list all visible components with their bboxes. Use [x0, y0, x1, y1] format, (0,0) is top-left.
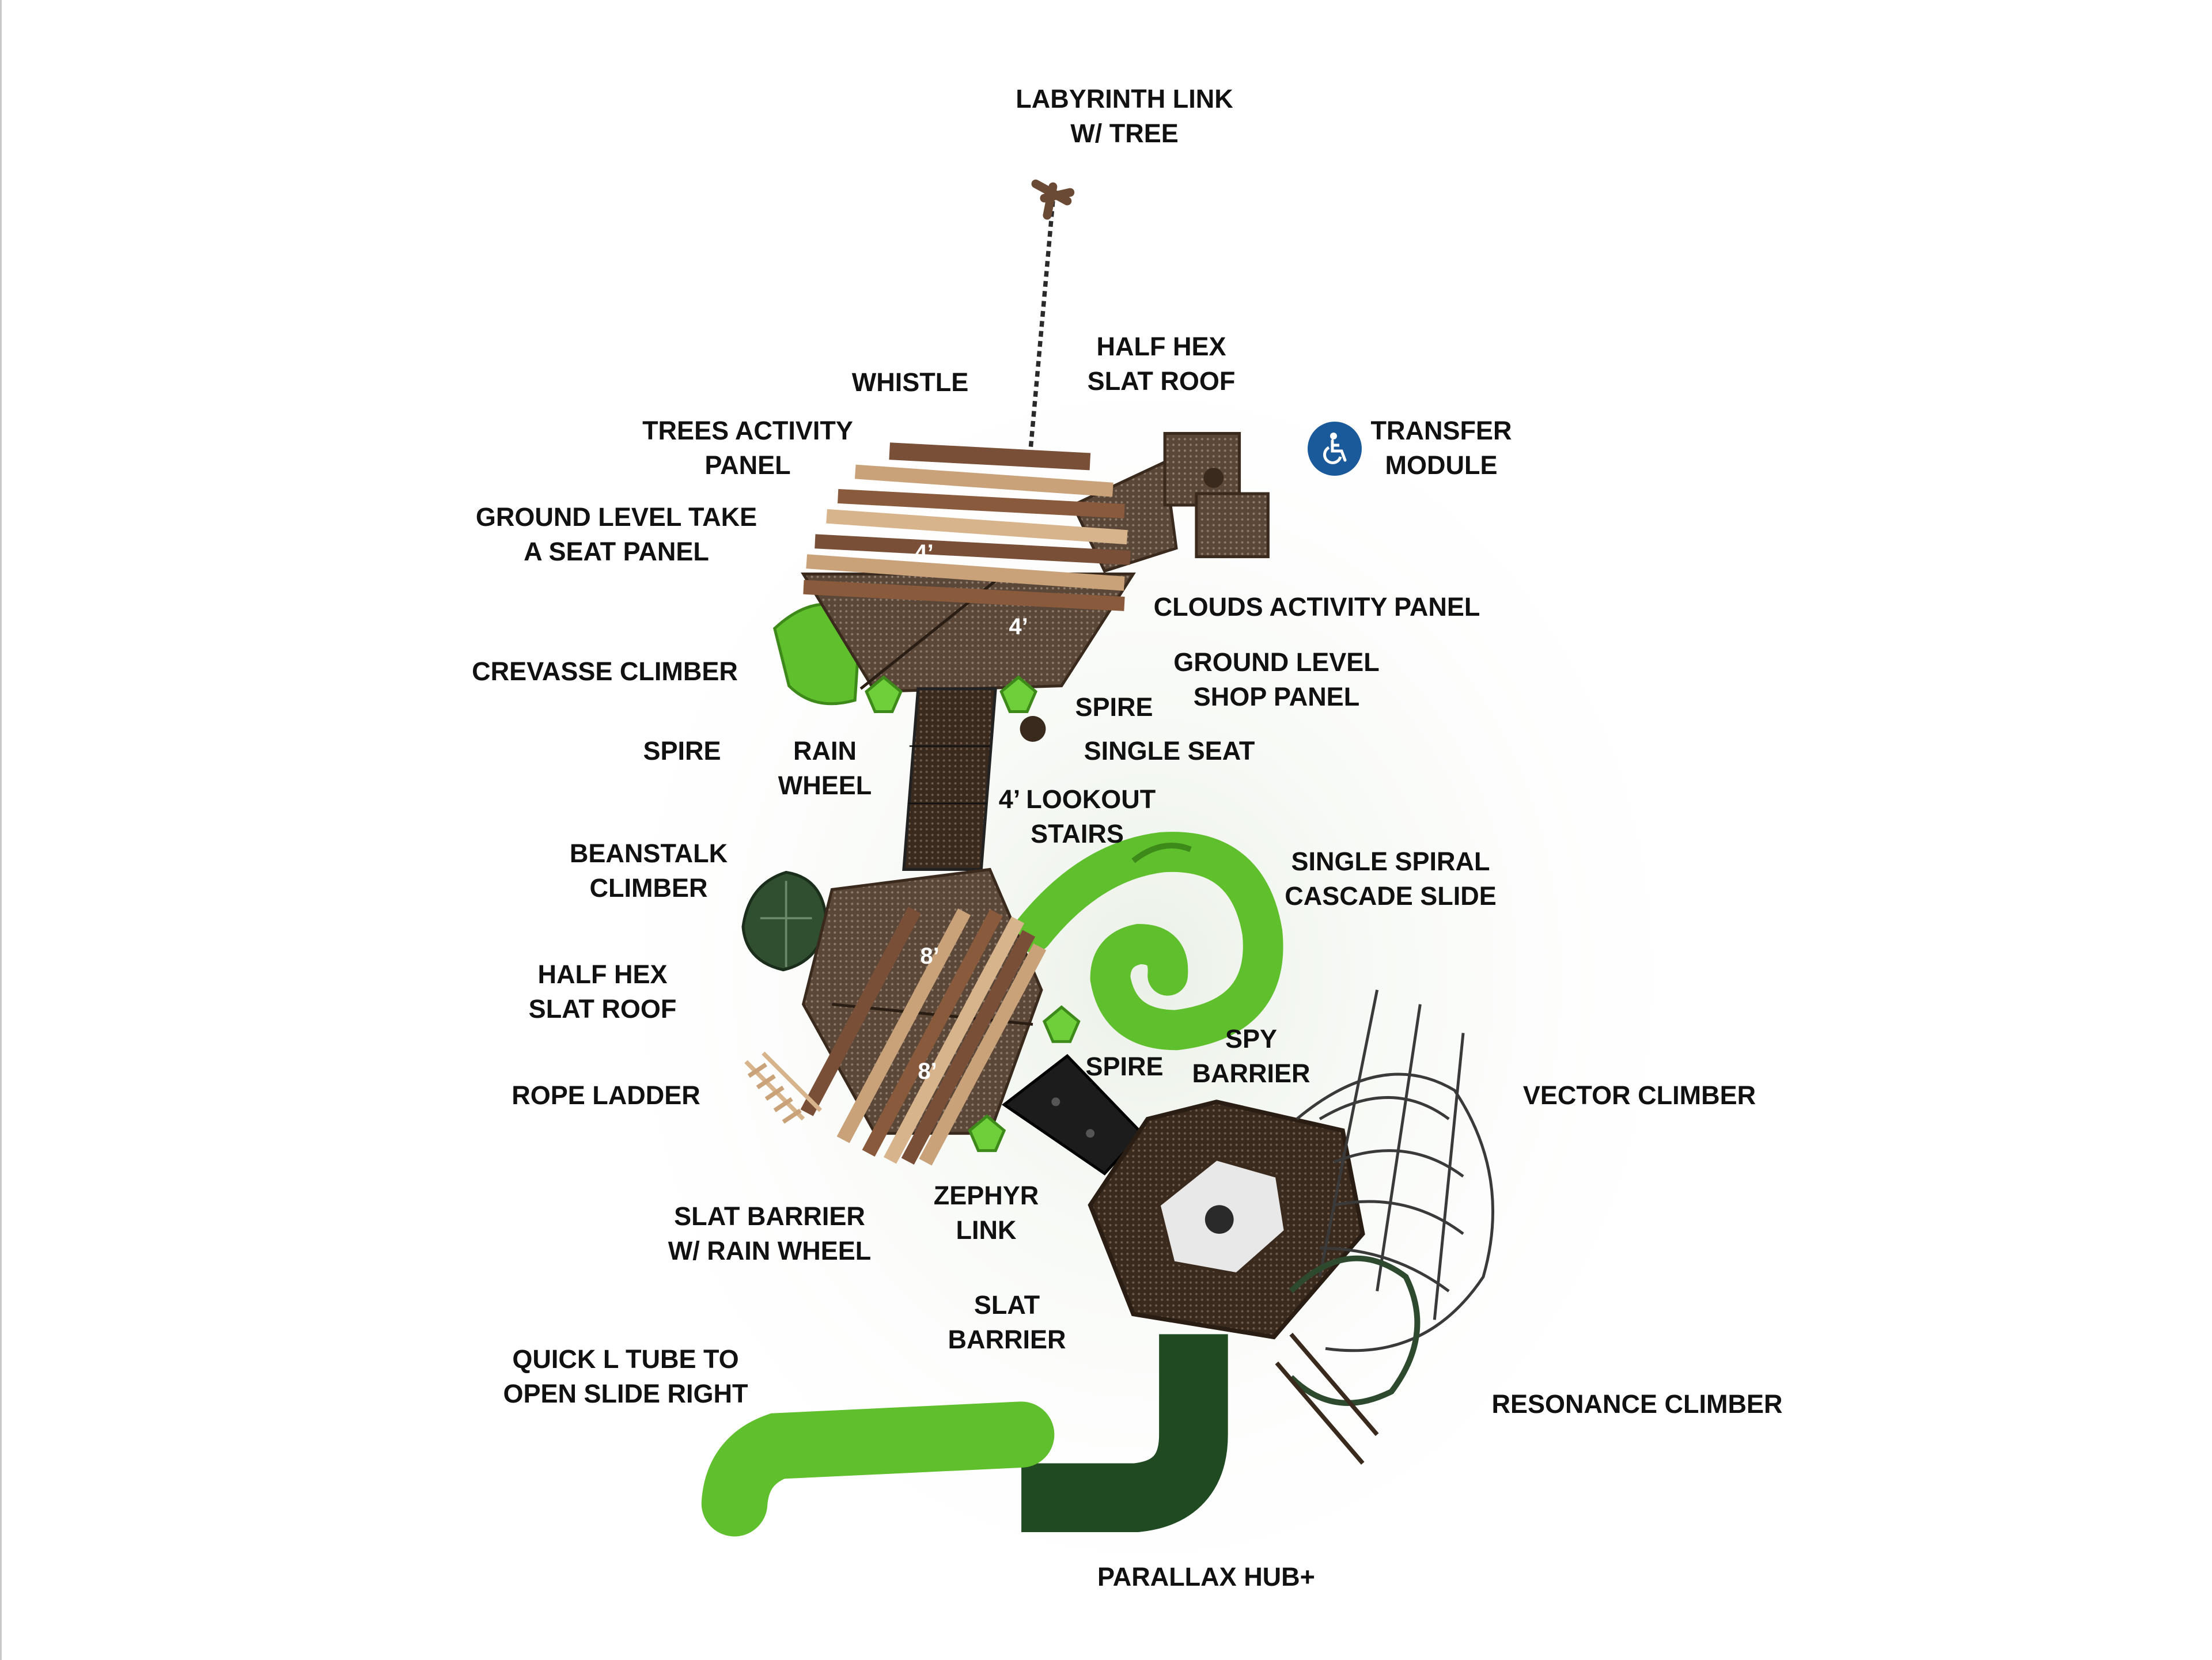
deck-height-lower-b: 8’	[918, 1059, 937, 1084]
labyrinth-link-tree	[1028, 179, 1075, 457]
label-spire-right-top: SPIRE	[1075, 692, 1153, 722]
label-crevasse-climber: CREVASSE CLIMBER	[472, 657, 738, 686]
deck-height-upper-a: 4’	[914, 540, 934, 566]
label-single-seat: SINGLE SEAT	[1084, 736, 1255, 765]
lower-slat-roof	[800, 907, 1047, 1166]
label-spire-left: SPIRE	[643, 736, 721, 765]
wheelchair-accessibility-icon	[1308, 422, 1362, 476]
deck-height-lower-a: 8’	[920, 943, 940, 969]
upper-spires	[865, 675, 1046, 742]
lookout-stairs	[902, 687, 997, 871]
transfer-module	[1071, 431, 1270, 573]
beanstalk-climber	[741, 870, 828, 972]
page-left-edge	[0, 0, 2, 1660]
label-spire-mid: SPIRE	[1085, 1052, 1164, 1081]
label-resonance-climber: RESONANCE CLIMBER	[1491, 1389, 1783, 1419]
vector-resonance-climbers	[1275, 990, 1494, 1465]
single-spiral-cascade-slide	[1013, 832, 1283, 1051]
deck-height-upper-b: 4’	[1009, 614, 1028, 639]
label-parallax-hub: PARALLAX HUB+	[1097, 1562, 1315, 1591]
label-vector-climber: VECTOR CLIMBER	[1522, 1081, 1756, 1110]
parallax-hub	[1088, 1100, 1365, 1340]
label-clouds-activity-panel: CLOUDS ACTIVITY PANEL	[1153, 592, 1480, 621]
quick-l-tube-slide	[701, 1334, 1228, 1537]
rope-ladder	[744, 1051, 823, 1124]
label-rope-ladder: ROPE LADDER	[512, 1081, 700, 1110]
label-whistle: WHISTLE	[851, 367, 969, 397]
upper-slat-roof	[803, 442, 1131, 611]
mid-spires	[968, 1005, 1081, 1153]
